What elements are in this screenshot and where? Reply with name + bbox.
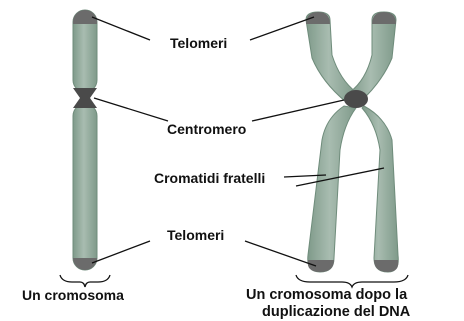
dup-bottom-left-telomere: [308, 260, 334, 272]
right-brace: [296, 275, 408, 287]
telomeri-top-line-right: [250, 17, 314, 40]
right-chromatid-upper-arm: [350, 12, 396, 102]
telomeri-top-label: Telomeri: [170, 35, 227, 51]
telomeri-top-line-left: [92, 17, 150, 40]
telomeri-bottom-line-left: [92, 241, 150, 263]
single-chromosome: [73, 10, 97, 270]
single-centromere: [73, 88, 97, 108]
left-brace: [60, 275, 110, 287]
centromero-line-right: [252, 100, 344, 121]
cromatidi-line-2: [296, 168, 384, 186]
caption-duplicated-chromosome-line1: Un cromosoma dopo la: [246, 287, 407, 303]
caption-single-chromosome: Un cromosoma: [22, 287, 124, 303]
single-chromosome-bottom-arm: [73, 104, 97, 270]
centromero-label: Centromero: [167, 121, 246, 137]
duplicated-chromosome: [306, 12, 398, 272]
dup-centromere: [344, 90, 368, 108]
left-chromatid-lower-arm: [308, 106, 356, 272]
caption-duplicated-chromosome-line2: duplicazione del DNA: [262, 304, 410, 320]
right-chromatid-lower-arm: [362, 106, 398, 272]
telomeri-bottom-line-right: [245, 241, 316, 266]
cromatidi-fratelli-label: Cromatidi fratelli: [154, 170, 265, 186]
dup-bottom-right-telomere: [374, 260, 398, 272]
left-chromatid-upper-arm: [306, 12, 356, 102]
centromero-line-left: [94, 98, 168, 121]
telomeri-bottom-label: Telomeri: [167, 227, 224, 243]
single-bottom-telomere: [73, 258, 97, 270]
